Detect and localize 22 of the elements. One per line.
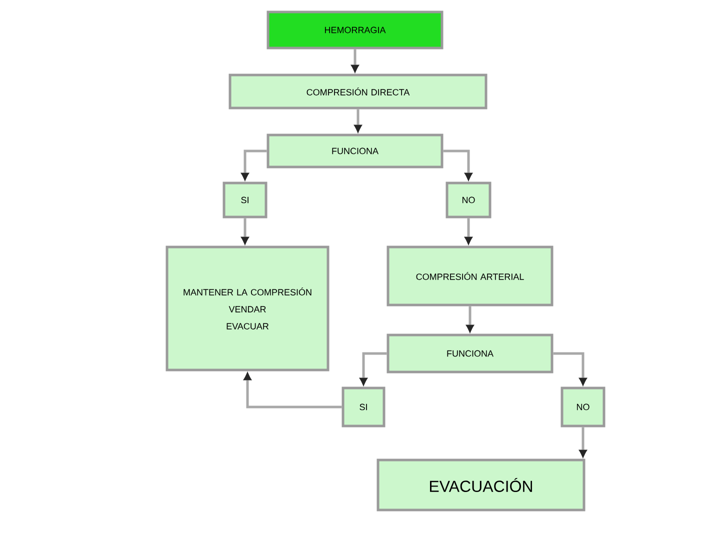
process-box: COMPRESIÓN ARTERIAL	[386, 246, 554, 306]
arrow	[553, 352, 588, 387]
arrow	[359, 352, 387, 387]
arrow	[443, 150, 473, 182]
process-box: MANTENER LA COMPRESIÓN VENDAR EVACUAR	[166, 246, 330, 372]
process-box: NO	[446, 182, 492, 218]
process-box: SI	[342, 386, 386, 428]
arrow	[240, 218, 250, 246]
arrow	[354, 109, 362, 134]
arrow	[466, 306, 474, 334]
process-box: HEMORRAGIA	[266, 10, 444, 50]
arrow	[243, 371, 342, 408]
process-box: EVACUACIÓN	[376, 458, 586, 512]
arrow	[350, 49, 360, 74]
arrow	[240, 150, 267, 182]
process-box: FUNCIONA	[386, 334, 554, 374]
arrow	[578, 427, 588, 459]
process-box: NO	[560, 386, 606, 428]
process-box: FUNCIONA	[266, 134, 444, 168]
process-box: SI	[222, 182, 268, 218]
process-box: COMPRESIÓN DIRECTA	[228, 74, 488, 110]
arrow	[464, 218, 473, 246]
